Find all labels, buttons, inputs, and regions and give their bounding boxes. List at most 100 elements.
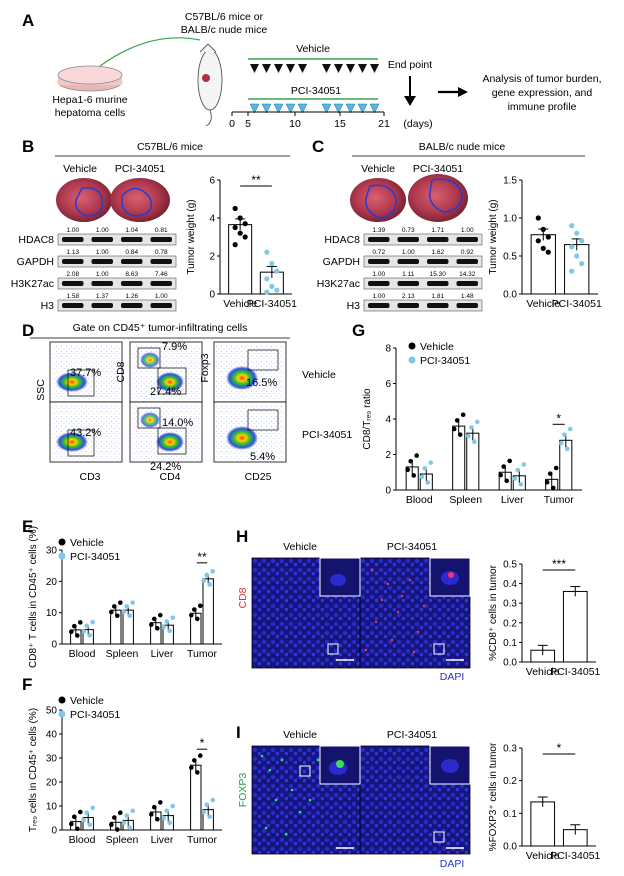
vehicle-dose-marker	[262, 64, 271, 73]
blot-band	[121, 303, 143, 308]
blot-band	[62, 281, 84, 286]
flow-gate	[157, 427, 187, 455]
cd8-cell	[380, 598, 384, 602]
cd8-cell	[374, 620, 378, 624]
blot-quant: 1.26	[125, 293, 138, 300]
data-point	[195, 770, 200, 775]
data-point	[414, 453, 420, 458]
foxp3-cell	[316, 758, 320, 762]
blot-band	[121, 259, 143, 264]
flow-scatter	[52, 344, 120, 400]
blot-band	[150, 237, 172, 242]
data-point	[167, 820, 172, 826]
x-tick-label: Liver	[501, 494, 524, 506]
data-point	[518, 482, 524, 487]
x-tick-label: PCI-34051	[247, 298, 297, 310]
data-point	[78, 620, 83, 625]
data-point	[158, 612, 163, 618]
blot-strip	[363, 233, 483, 246]
y-tick-label: 30	[46, 754, 58, 765]
flow-population	[226, 366, 258, 390]
blot-band	[427, 237, 449, 242]
y-tick-label: 0	[51, 640, 57, 651]
blot-quant: 15.30	[430, 271, 447, 278]
data-point	[164, 808, 169, 814]
blot-quant: 1.48	[461, 293, 474, 300]
data-point	[87, 822, 92, 828]
panel-letter-h: H	[236, 527, 248, 546]
y-tick-label: 0.5	[503, 252, 517, 263]
y-axis-label: %CD8⁺ cells in tumor	[488, 564, 499, 661]
flow-gate	[67, 369, 95, 397]
y-axis-label: CD8/Tᵣₑ₉ ratio	[362, 388, 373, 450]
x-tick-label: Spleen	[106, 648, 139, 660]
blot-quant: 2.08	[66, 271, 79, 278]
chart-h: 0.00.10.20.30.40.5%CD8⁺ cells in tumorVe…	[488, 557, 601, 678]
blot-band	[397, 303, 419, 308]
x-tick-label: Spleen	[106, 834, 139, 846]
blot-label: GAPDH	[323, 256, 360, 268]
data-point	[237, 230, 243, 236]
flow-x-cd3: CD3	[79, 471, 100, 483]
blot-label: HDAC8	[18, 234, 54, 246]
y-tick-label: 0.2	[503, 618, 517, 629]
blot-band	[397, 259, 419, 264]
data-point	[422, 466, 428, 471]
cd8-cell	[422, 604, 426, 608]
data-point	[204, 572, 209, 578]
y-axis-label: Tumor weight (g)	[488, 199, 499, 274]
flow-y-cd8: CD8	[115, 361, 127, 382]
cd8-cell	[370, 568, 374, 572]
cd8-cell	[386, 582, 390, 586]
blot-quant: 2.13	[402, 293, 415, 300]
panel-b-vehicle-label: Vehicle	[63, 163, 97, 175]
blot-quant: 1.13	[66, 249, 79, 256]
blot-quant: 0.73	[402, 227, 415, 234]
panel-c-vehicle-label: Vehicle	[361, 163, 395, 175]
vehicle-dose-marker	[298, 64, 307, 73]
vehicle-dose-marker	[358, 64, 367, 73]
end-point-arrow	[404, 76, 416, 106]
data-point	[127, 825, 132, 830]
data-point	[161, 815, 166, 821]
y-tick-label: 0.1	[503, 809, 517, 820]
y-tick-label: 2	[385, 450, 391, 461]
blot-strip	[363, 255, 483, 268]
drug-dose-marker	[357, 103, 368, 114]
data-point	[553, 465, 559, 471]
data-point	[152, 616, 157, 622]
data-point	[579, 261, 585, 267]
x-tick-label: Spleen	[449, 494, 482, 506]
blot-quant: 1.00	[372, 293, 385, 300]
legend-marker-vehicle	[58, 696, 66, 704]
blot-quant: 1.00	[96, 271, 109, 278]
data-point	[454, 418, 460, 423]
flow-gate	[137, 347, 161, 369]
significance-label: *	[200, 736, 205, 750]
cells-label-2: hepatoma cells	[55, 107, 126, 119]
panel-c-drug-label: PCI-34051	[413, 163, 463, 175]
data-point	[198, 753, 203, 758]
blot-band	[150, 281, 172, 286]
data-point	[521, 462, 527, 467]
data-point	[75, 633, 80, 638]
x-tick-label: Blood	[69, 648, 96, 660]
y-tick-label: 0.2	[503, 776, 517, 787]
data-point	[419, 474, 425, 480]
data-point	[561, 432, 567, 437]
vehicle-dose-marker	[274, 64, 283, 73]
data-point	[130, 808, 135, 814]
data-point	[451, 426, 457, 432]
y-tick-label: 0.4	[503, 579, 517, 590]
blot-band	[150, 259, 172, 264]
legend-label-vehicle: Vehicle	[70, 695, 104, 707]
drug-dose-marker	[297, 103, 308, 114]
bar	[564, 244, 590, 295]
data-point	[158, 800, 163, 805]
vehicle-dose-marker	[250, 64, 259, 73]
petri-dish	[57, 65, 123, 92]
data-point	[121, 609, 126, 615]
panel-letter-g: G	[352, 321, 365, 340]
